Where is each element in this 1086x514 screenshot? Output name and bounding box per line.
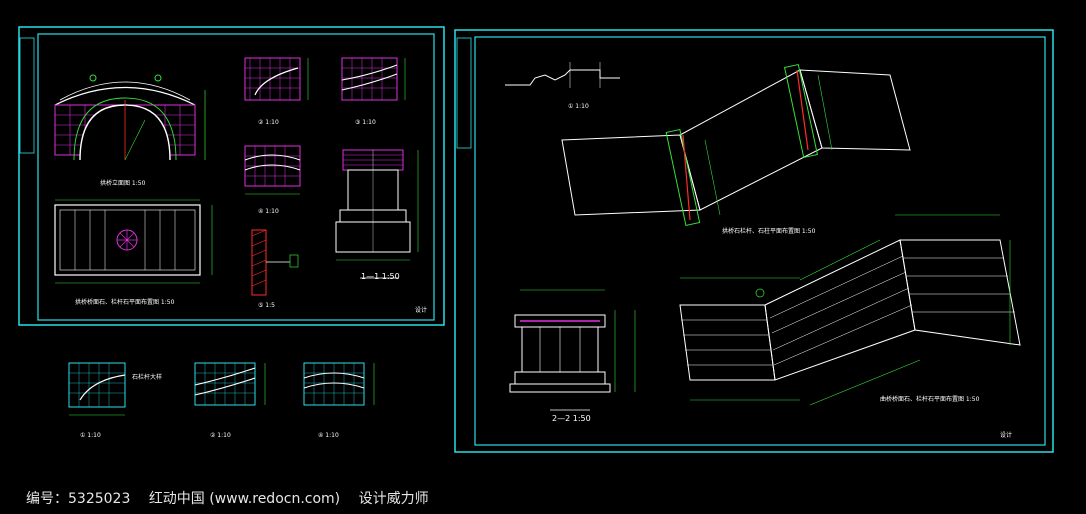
bridge-elevation <box>54 74 206 161</box>
arch-radius-line <box>124 119 146 161</box>
right-top-detail <box>505 62 620 88</box>
zigzag-bridge-plan <box>679 214 1021 406</box>
arch-marker-right <box>154 74 162 82</box>
arch-ring <box>73 97 177 161</box>
caption-section-2: 2—2 1:50 <box>552 414 591 423</box>
footer-author: 设计威力师 <box>358 491 429 507</box>
caption-section-1: 1—1 1:50 <box>361 272 400 281</box>
note-detail-a: 石栏杆大样 <box>132 374 163 381</box>
detail-grids-left <box>244 57 419 296</box>
left-sheet-inner-frame <box>37 33 435 321</box>
right-sheet-outer-frame <box>454 29 1054 453</box>
caption-detail-b: ② 1:10 <box>210 432 231 439</box>
bridge-plan <box>54 199 213 284</box>
plan-inner <box>59 209 196 271</box>
angled-bridge-plan <box>561 63 911 227</box>
detail-b-grid <box>194 362 266 406</box>
plan-rosette-pattern <box>117 230 137 250</box>
right-sheet <box>454 29 1054 453</box>
footer-code: 编号：5325023 <box>26 491 131 507</box>
caption-detail-a: ① 1:10 <box>80 432 101 439</box>
left-sheet <box>18 26 445 326</box>
details-row <box>68 362 375 416</box>
caption-detail-3: ③ 1:10 <box>355 119 376 126</box>
caption-right-top-detail: ① 1:10 <box>568 103 589 110</box>
detail-3-grid <box>341 57 406 101</box>
detail-c-grid <box>303 362 375 406</box>
caption-detail-4: ④ 1:10 <box>258 208 279 215</box>
plan-outline <box>54 204 201 276</box>
arch-rail-curve <box>59 81 191 101</box>
arch-deck-curve <box>54 87 196 106</box>
caption-detail-c: ④ 1:10 <box>318 432 339 439</box>
plan-slabs <box>74 210 176 270</box>
right-sheet-title-strip <box>456 37 472 149</box>
caption-zigzag-plan: 曲桥桥面石、栏杆石平面布置图 1:50 <box>880 396 980 403</box>
stamp-left-sheet: 设计 <box>415 307 428 314</box>
caption-bridge-elevation: 拱桥立面图 1:50 <box>100 180 146 187</box>
left-sheet-title-strip <box>19 37 35 154</box>
left-sheet-outer-frame <box>18 26 445 326</box>
detail-5-wall <box>251 229 299 296</box>
stamp-right-sheet: 设计 <box>1000 432 1013 439</box>
right-sheet-inner-frame <box>474 36 1046 446</box>
detail-4-grid <box>244 145 301 195</box>
caption-bridge-plan: 拱桥桥面石、栏杆石平面布置图 1:50 <box>75 299 175 306</box>
detail-a-grid <box>68 362 126 416</box>
section-2-drawing <box>509 289 636 411</box>
detail-2-grid <box>244 57 309 101</box>
footer-info: 编号：5325023 红动中国 (www.redocn.com) 设计威力师 <box>26 488 443 508</box>
caption-detail-5: ⑤ 1:5 <box>258 302 275 309</box>
footer-site: 红动中国 (www.redocn.com) <box>148 491 341 507</box>
caption-detail-2: ② 1:10 <box>258 119 279 126</box>
caption-angled-bridge-plan: 拱桥石栏杆、石柱平面布置图 1:50 <box>722 228 816 235</box>
arch-marker-left <box>89 74 97 82</box>
section-1-drawing <box>335 149 419 279</box>
